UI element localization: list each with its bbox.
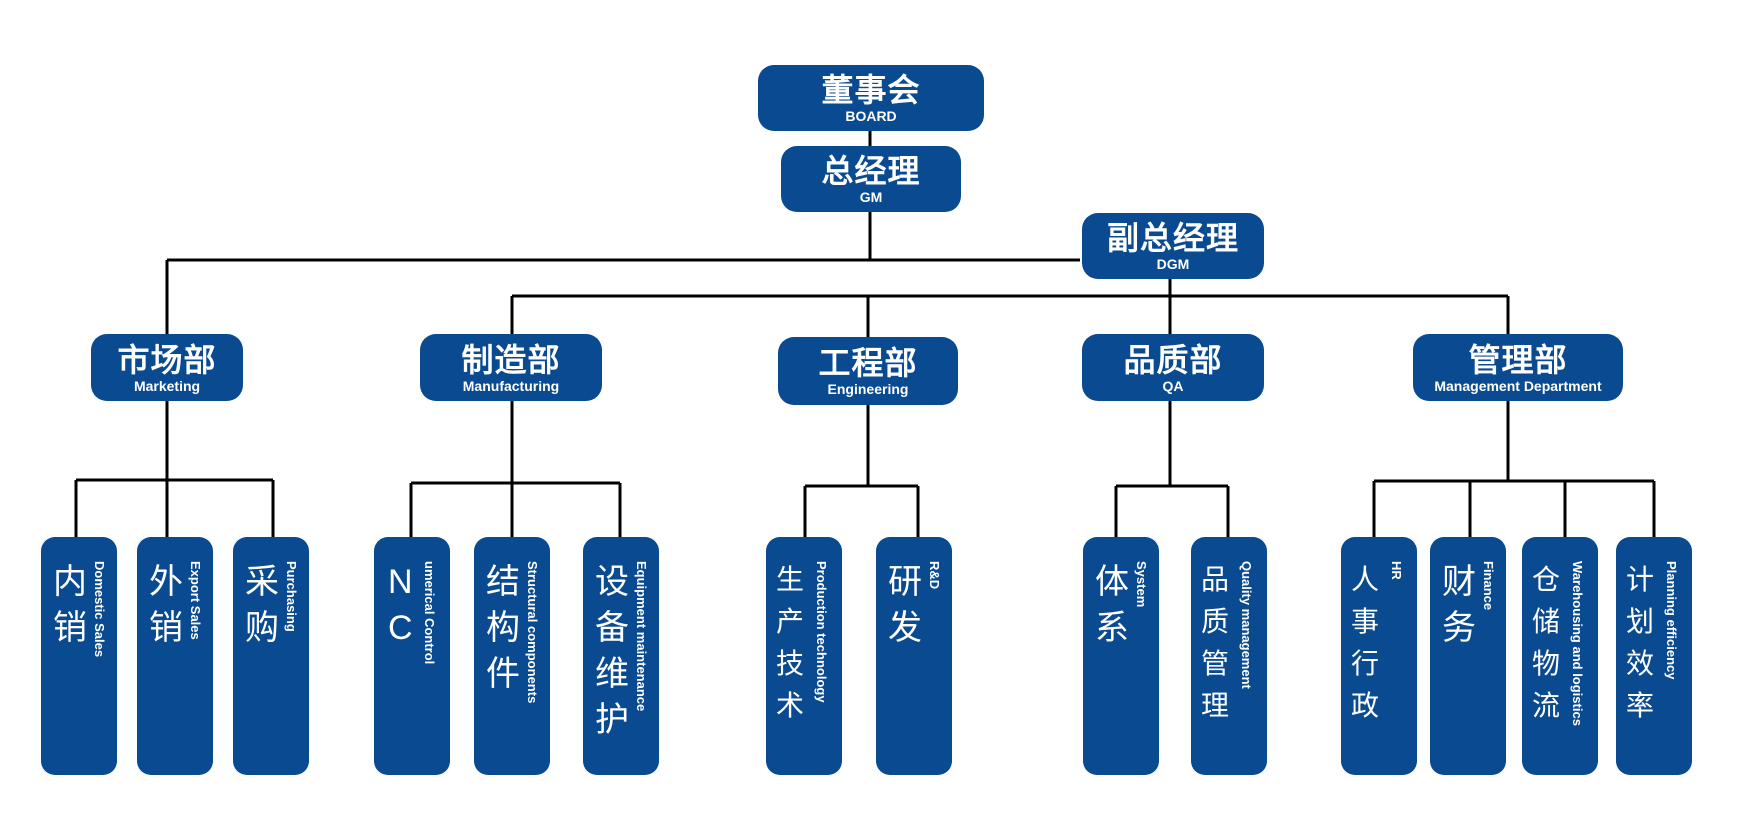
department-subtitle: Manufacturing xyxy=(462,377,560,394)
unit-subtitle: Finance xyxy=(1481,561,1496,611)
unit-numerical-control: N C umerical Control xyxy=(374,537,450,775)
unit-subtitle: Domestic Sales xyxy=(92,561,107,658)
unit-equipment-maintenance: 设 备 维 护 Equipment maintenance xyxy=(583,537,659,775)
unit-warehousing-logistics: 仓 储 物 流 Warehousing and logistics xyxy=(1522,537,1598,775)
unit-hr: 人 事 行 政 HR xyxy=(1341,537,1417,775)
unit-title: 外 销 xyxy=(149,562,183,648)
unit-subtitle: Planning efficiency xyxy=(1664,561,1679,680)
department-title: 市场部 xyxy=(117,340,217,379)
unit-subtitle: Warehousing and logistics xyxy=(1570,561,1585,726)
unit-subtitle: Quality management xyxy=(1239,561,1254,689)
unit-title: 仓 储 物 流 xyxy=(1532,563,1561,722)
dgm-box: 副总经理 DGM xyxy=(1082,213,1264,279)
unit-title: 内 销 xyxy=(53,562,87,648)
department-engineering: 工程部 Engineering xyxy=(778,337,958,405)
unit-subtitle: Equipment maintenance xyxy=(634,561,649,712)
unit-title: 体 系 xyxy=(1095,562,1129,648)
department-subtitle: QA xyxy=(1162,377,1184,394)
unit-subtitle: umerical Control xyxy=(422,561,437,665)
board-subtitle: BOARD xyxy=(845,108,897,124)
unit-purchasing: 采 购 Purchasing xyxy=(233,537,309,775)
department-title: 制造部 xyxy=(461,340,561,379)
unit-system: 体 系 System xyxy=(1083,537,1159,775)
dgm-subtitle: DGM xyxy=(1156,256,1190,272)
unit-subtitle: Structural components xyxy=(525,561,540,704)
unit-subtitle: R&D xyxy=(927,561,942,590)
unit-title: N C xyxy=(388,563,413,647)
unit-domestic-sales: 内 销 Domestic Sales xyxy=(41,537,117,775)
gm-subtitle: GM xyxy=(859,189,883,205)
department-subtitle: Management Department xyxy=(1434,377,1602,394)
board-box: 董事会 BOARD xyxy=(758,65,984,131)
unit-quality-management: 品 质 管 理 Quality management xyxy=(1191,537,1267,775)
unit-subtitle: System xyxy=(1134,561,1149,608)
department-marketing: 市场部 Marketing xyxy=(91,334,243,401)
unit-title: 计 划 效 率 xyxy=(1626,563,1655,722)
dgm-title: 副总经理 xyxy=(1106,219,1239,257)
unit-title: 品 质 管 理 xyxy=(1201,563,1230,722)
department-title: 管理部 xyxy=(1468,340,1568,379)
unit-title: 设 备 维 护 xyxy=(595,562,629,740)
department-manufacturing: 制造部 Manufacturing xyxy=(420,334,602,401)
board-title: 董事会 xyxy=(821,71,921,109)
unit-subtitle: Export Sales xyxy=(188,561,203,640)
department-qa: 品质部 QA xyxy=(1082,334,1264,401)
unit-subtitle: HR xyxy=(1389,561,1404,580)
unit-title: 人 事 行 政 xyxy=(1351,563,1380,722)
department-management: 管理部 Management Department xyxy=(1413,334,1623,401)
unit-structural-components: 结 构 件 Structural components xyxy=(474,537,550,775)
gm-box: 总经理 GM xyxy=(781,146,961,212)
department-title: 工程部 xyxy=(818,344,918,382)
unit-planning-efficiency: 计 划 效 率 Planning efficiency xyxy=(1616,537,1692,775)
unit-title: 研 发 xyxy=(888,562,922,648)
unit-subtitle: Purchasing xyxy=(284,561,299,632)
gm-title: 总经理 xyxy=(821,152,921,190)
department-title: 品质部 xyxy=(1123,340,1223,379)
unit-title: 生 产 技 术 xyxy=(776,563,805,722)
unit-finance: 财 务 Finance xyxy=(1430,537,1506,775)
unit-production-technology: 生 产 技 术 Production technology xyxy=(766,537,842,775)
unit-subtitle: Production technology xyxy=(814,561,829,703)
unit-export-sales: 外 销 Export Sales xyxy=(137,537,213,775)
unit-rnd: 研 发 R&D xyxy=(876,537,952,775)
unit-title: 结 构 件 xyxy=(486,562,520,694)
department-subtitle: Marketing xyxy=(133,377,201,394)
department-subtitle: Engineering xyxy=(827,381,909,397)
unit-title: 财 务 xyxy=(1442,562,1476,648)
unit-title: 采 购 xyxy=(245,562,279,648)
